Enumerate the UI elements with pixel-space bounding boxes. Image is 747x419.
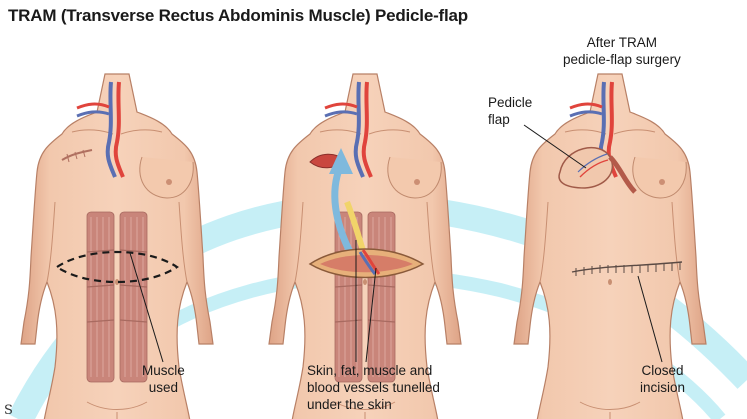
label-after-tram: After TRAM pedicle-flap surgery	[563, 34, 681, 68]
corner-mark: S	[4, 403, 13, 418]
figure-title: TRAM (Transverse Rectus Abdominis Muscle…	[8, 6, 468, 26]
label-muscle-used: Muscle used	[142, 362, 185, 396]
label-closed-incision: Closed incision	[640, 362, 685, 396]
label-pedicle-flap: Pedicle flap	[488, 94, 532, 128]
label-tunnelled: Skin, fat, muscle and blood vessels tune…	[307, 362, 440, 413]
